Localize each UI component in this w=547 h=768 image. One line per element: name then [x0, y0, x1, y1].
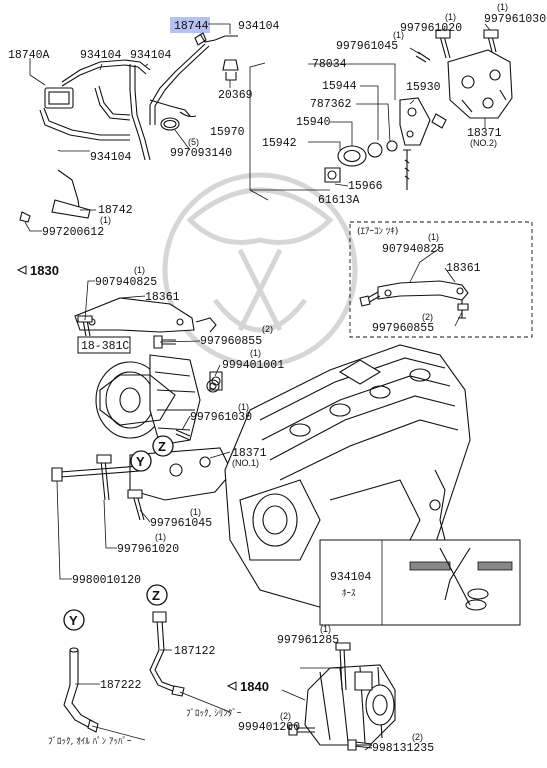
inset-part-label: 934104 — [330, 571, 372, 584]
qty-18742: (1) — [100, 215, 111, 225]
qty-997093140: (5) — [188, 137, 199, 147]
label-15940: 15940 — [296, 116, 331, 129]
ref-1830-arrow-icon — [16, 265, 27, 275]
hose-assembly-drawing — [19, 17, 239, 223]
label-999401200: 999401200 — [238, 721, 300, 734]
bottom-pipes-drawing — [63, 611, 185, 733]
ref-1830: 1830 — [16, 263, 59, 278]
qty-998131235: (2) — [412, 732, 423, 742]
label-997961045-mid: 997961045 — [150, 517, 212, 530]
label-18371-no2: 18371 — [467, 127, 502, 140]
ref-1840-label: 1840 — [240, 679, 269, 694]
label-997961030-mid: 997961030 — [190, 411, 252, 424]
ref-18381C-box — [77, 336, 131, 354]
qty-997961045-top: (1) — [393, 30, 404, 40]
qty-999401200: (2) — [280, 711, 291, 721]
label-187122: 187122 — [174, 645, 216, 658]
label-997961030-top: 997961030 — [484, 13, 546, 26]
label-18361-right: 18361 — [446, 262, 481, 275]
qty-997961285: (1) — [320, 624, 331, 634]
label-18361-left: 18361 — [145, 291, 180, 304]
label-997093140: 997093140 — [170, 147, 232, 160]
label-15970: 15970 — [210, 126, 245, 139]
label-block-cylinder: ﾌﾞﾛｯｸ, ｼﾘﾝﾀﾞｰ — [186, 708, 242, 719]
label-787362: 787362 — [310, 98, 352, 111]
alternator-assembly-drawing — [51, 297, 233, 521]
svg-text:Y: Y — [136, 454, 145, 469]
marker-z-bottom: Z — [146, 584, 168, 606]
label-block-oilpan: ﾌﾞﾛｯｸ, ｵｲﾙ ﾊﾟﾝ ｱｯﾊﾟｰ — [48, 736, 132, 747]
label-18744: 18744 — [174, 20, 209, 33]
part-labels: 18744 934104 18740A 934104 934104 934104… — [8, 2, 546, 755]
label-18371-no2-sub: (NO.2) — [470, 138, 497, 148]
leader-lines — [24, 23, 491, 751]
marker-y-mid: Y — [130, 450, 152, 472]
ref-1840-arrow-icon — [226, 681, 237, 691]
qty-997961045-mid: (1) — [190, 507, 201, 517]
svg-text:Y: Y — [69, 613, 78, 628]
svg-text:Z: Z — [158, 439, 166, 454]
label-18742: 18742 — [98, 204, 133, 217]
label-9980010120: 9980010120 — [72, 574, 141, 587]
qty-997961020-top: (1) — [445, 12, 456, 22]
label-18740A: 18740A — [8, 49, 50, 62]
marker-y-bottom: Y — [63, 609, 85, 631]
label-997961045-top: 997961045 — [336, 40, 398, 53]
label-934104-a: 934104 — [80, 49, 122, 62]
qty-997961020-mid: (1) — [155, 532, 166, 542]
label-61613A: 61613A — [318, 194, 360, 207]
marker-z-mid: Z — [152, 435, 174, 457]
label-18381C: 18-381C — [81, 340, 129, 353]
ref-1840: 1840 — [226, 679, 269, 694]
label-15944: 15944 — [322, 80, 357, 93]
aircon-title: (ｴｱｰｺﾝ ﾂｷ) — [357, 227, 398, 237]
label-934104-c: 934104 — [90, 151, 132, 164]
label-18371-no1: 18371 — [232, 447, 267, 460]
label-15966: 15966 — [348, 180, 383, 193]
label-15942: 15942 — [262, 137, 297, 150]
highlight-18744 — [170, 17, 210, 33]
qty-907940825-right: (1) — [428, 232, 439, 242]
qty-999401001: (1) — [250, 348, 261, 358]
label-78034: 78034 — [312, 58, 347, 71]
label-20369: 20369 — [218, 89, 253, 102]
label-907940825-right: 907940825 — [382, 243, 444, 256]
starter-motor-drawing — [288, 642, 396, 751]
svg-text:Z: Z — [152, 588, 160, 603]
label-15930: 15930 — [406, 81, 441, 94]
label-187222: 187222 — [100, 679, 142, 692]
label-999401001: 999401001 — [222, 359, 284, 372]
label-997200612: 997200612 — [42, 226, 104, 239]
label-907940825-left: 907940825 — [95, 276, 157, 289]
hose-cutting-inset — [319, 539, 521, 626]
qty-997960855-right: (2) — [422, 312, 433, 322]
qty-997961030-mid: (1) — [238, 402, 249, 412]
inset-caption: ﾎｰｽ — [342, 588, 356, 599]
qty-997960855-left: (2) — [262, 324, 273, 334]
ref-1830-label: 1830 — [30, 263, 59, 278]
label-934104-top: 934104 — [238, 20, 280, 33]
label-997961285: 997961285 — [277, 634, 339, 647]
label-18371-no1-sub: (NO.1) — [232, 458, 259, 468]
bracket-no2-drawing — [415, 29, 513, 119]
label-934104-b: 934104 — [130, 49, 172, 62]
pulley-assembly-drawing — [249, 62, 447, 201]
qty-997961030-top: (1) — [497, 2, 508, 12]
label-997960855-left: 997960855 — [200, 335, 262, 348]
watermark-emblem — [162, 172, 358, 368]
qty-907940825-left: (1) — [134, 265, 145, 275]
label-997961020-top: 997961020 — [400, 22, 462, 35]
label-998131235: 998131235 — [372, 742, 434, 755]
label-997960855-right: 997960855 — [372, 322, 434, 335]
label-997961020-mid: 997961020 — [117, 543, 179, 556]
aircon-option-box — [349, 221, 533, 338]
